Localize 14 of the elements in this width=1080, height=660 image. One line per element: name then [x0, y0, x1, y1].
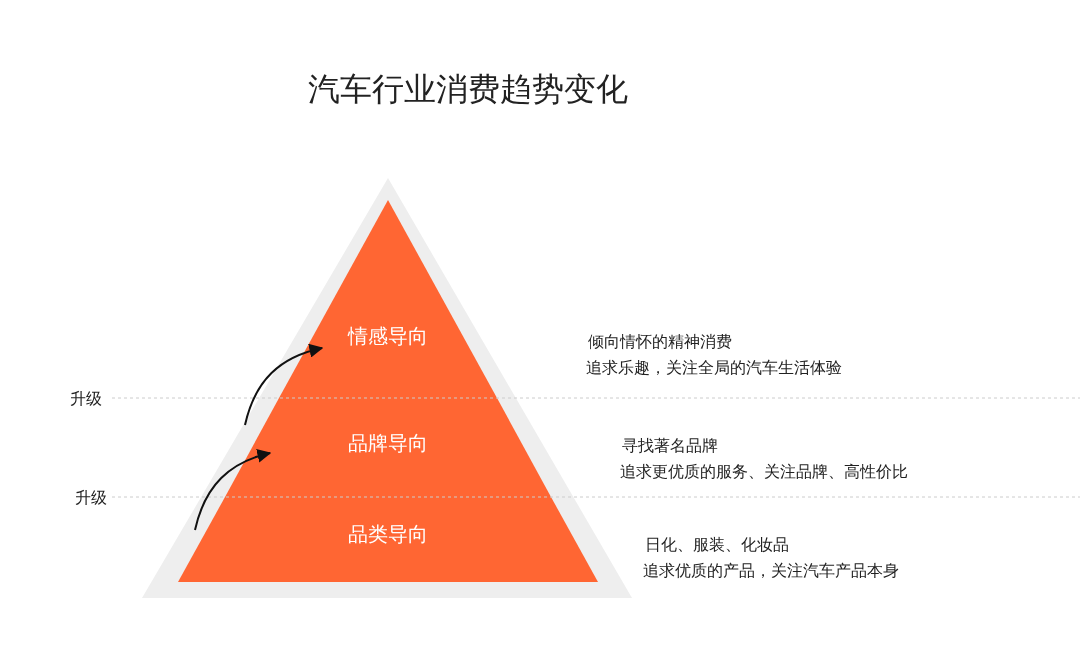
title: 汽车行业消费趋势变化: [307, 69, 629, 110]
note-text: 追求优质的产品，关注汽车产品本身: [643, 561, 899, 582]
level-label: 升级: [75, 488, 107, 509]
curved-arrow: [244, 344, 324, 426]
note-text: 日化、服装、化妆品: [645, 535, 789, 556]
curved-arrow: [194, 449, 272, 531]
level-label: 升级: [70, 389, 102, 410]
note-text: 倾向情怀的精神消费: [588, 332, 732, 353]
note-text: 寻找著名品牌: [622, 436, 718, 457]
note-text: 追求乐趣，关注全局的汽车生活体验: [586, 358, 842, 379]
note-text: 追求更优质的服务、关注品牌、高性价比: [620, 462, 908, 483]
tier-label: 品类导向: [347, 521, 429, 548]
tier-label: 品牌导向: [347, 430, 429, 457]
tier-label: 情感导向: [346, 323, 429, 350]
